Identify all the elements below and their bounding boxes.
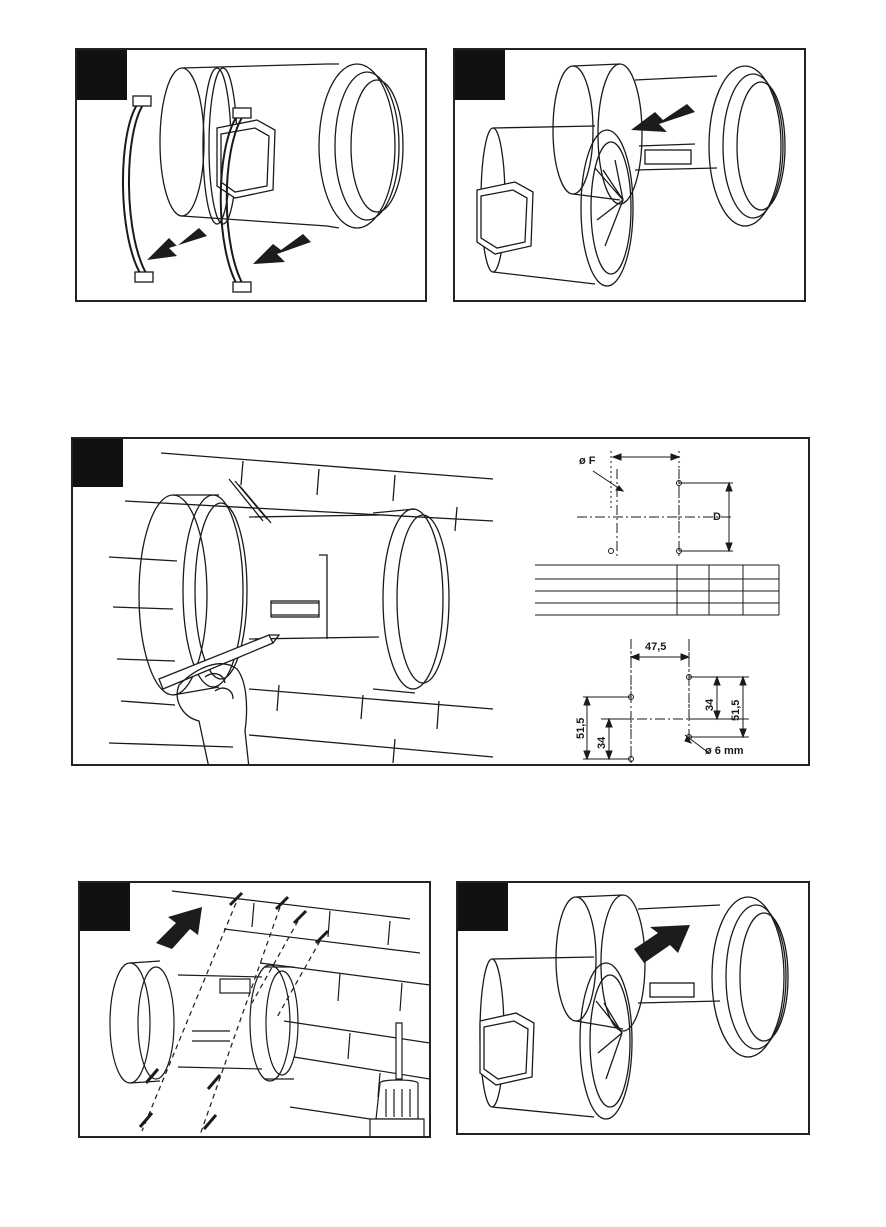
wall-fixing-illustration — [80, 883, 431, 1138]
step-panel-insert-body — [456, 881, 810, 1135]
fan-body-insertion-illustration — [458, 883, 810, 1135]
step-panel-separate-body — [453, 48, 806, 302]
hole-diameter-label: ø 6 mm — [705, 745, 744, 757]
right-inner-34-label: 34 — [704, 699, 716, 711]
right-outer-51-5-label: 51,5 — [730, 700, 742, 721]
left-outer-51-5-label: 51,5 — [575, 718, 587, 739]
step-panel-remove-clamps — [75, 48, 427, 302]
fan-body-separation-illustration — [455, 50, 806, 302]
fan-clamps-illustration — [77, 50, 427, 302]
hole-spacing-diagram-2 — [73, 439, 810, 766]
width-47-5-label: 47,5 — [645, 641, 666, 653]
step-panel-mark-holes: ø F D 47,5 34 51,5 51,5 34 ø 6 mm — [71, 437, 810, 766]
left-inner-34-label: 34 — [596, 737, 608, 749]
step-panel-fix-wall — [78, 881, 431, 1138]
